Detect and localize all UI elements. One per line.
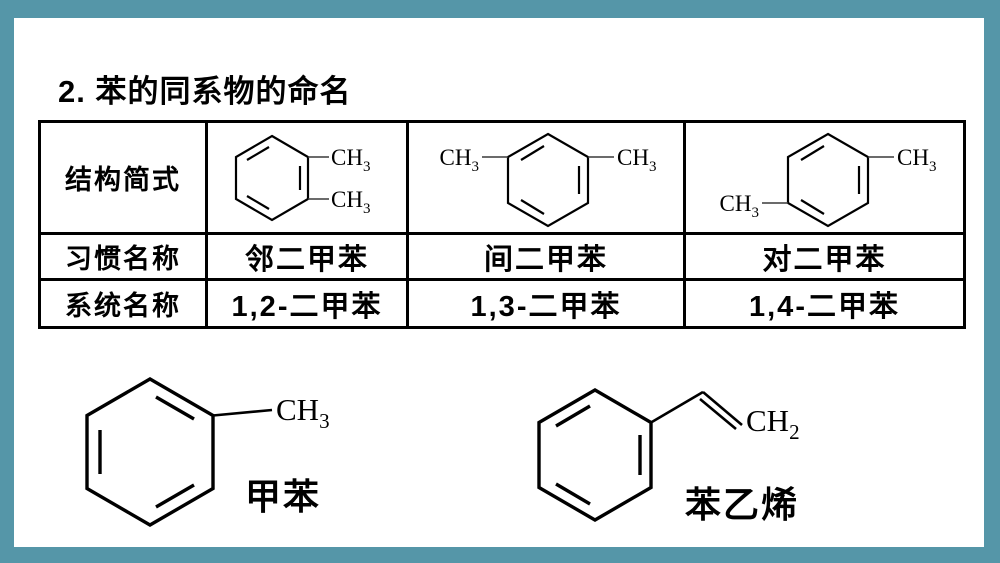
methyl-label: CH3 — [276, 392, 330, 433]
row-header-systematic: 系统名称 — [38, 278, 208, 329]
common-name-para: 对二甲苯 — [683, 232, 966, 281]
methyl-label: CH3 — [617, 145, 656, 175]
p-xylene-structure: CH3 CH3 — [719, 132, 936, 227]
methyl-label: CH3 — [331, 187, 370, 217]
toluene-figure: CH3 甲苯 — [70, 368, 430, 543]
m-xylene-structure: CH3 CH3 — [439, 132, 656, 227]
methyl-label: CH3 — [439, 145, 478, 175]
table-row-common-names: 习惯名称 邻二甲苯 间二甲苯 对二甲苯 — [38, 232, 966, 281]
common-name-meta: 间二甲苯 — [406, 232, 686, 281]
styrene-figure: CH2 苯乙烯 — [500, 368, 900, 543]
systematic-name-12: 1,2-二甲苯 — [205, 278, 409, 329]
page-title: 2. 苯的同系物的命名 — [58, 74, 352, 109]
cell-m-xylene: CH3 CH3 — [406, 120, 686, 235]
methyl-label: CH3 — [331, 145, 370, 175]
naming-table: 结构简式 CH3 CH3 — [38, 120, 966, 329]
slide-content: 2. 苯的同系物的命名 结构简式 CH3 CH3 — [14, 18, 984, 547]
table-row-structures: 结构简式 CH3 CH3 — [38, 120, 966, 235]
table-row-systematic-names: 系统名称 1,2-二甲苯 1,3-二甲苯 1,4-二甲苯 — [38, 278, 966, 329]
cell-p-xylene: CH3 CH3 — [683, 120, 966, 235]
methyl-label: CH3 — [897, 145, 936, 175]
systematic-name-13: 1,3-二甲苯 — [406, 278, 686, 329]
o-xylene-structure: CH3 CH3 — [234, 134, 370, 221]
row-header-structure: 结构简式 — [38, 120, 208, 235]
vinyl-ch2-label: CH2 — [746, 403, 800, 444]
systematic-name-14: 1,4-二甲苯 — [683, 278, 966, 329]
styrene-name: 苯乙烯 — [685, 484, 800, 525]
methyl-label: CH3 — [719, 191, 758, 221]
common-name-ortho: 邻二甲苯 — [205, 232, 409, 281]
toluene-name: 甲苯 — [245, 476, 322, 517]
cell-o-xylene: CH3 CH3 — [205, 120, 409, 235]
styrene-structure: CH2 — [537, 388, 800, 522]
row-header-common: 习惯名称 — [38, 232, 208, 281]
toluene-structure: CH3 — [85, 377, 330, 527]
